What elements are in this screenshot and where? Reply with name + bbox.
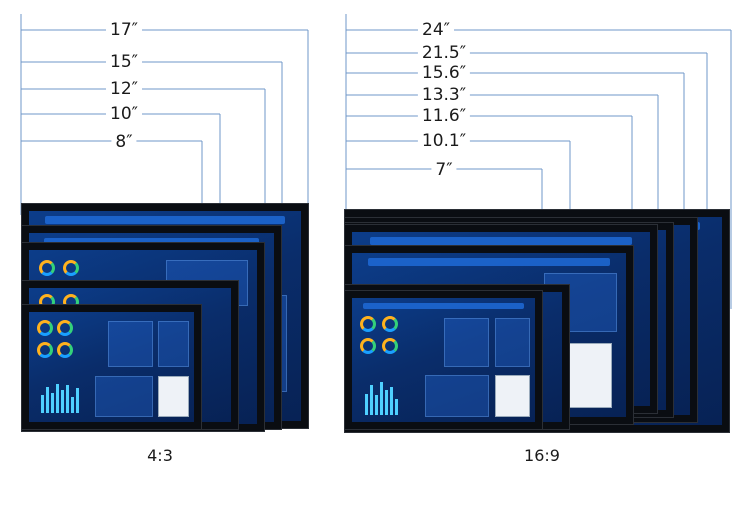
size-label-15-6: 15.6″	[417, 63, 471, 83]
size-label-10-1: 10.1″	[417, 131, 471, 151]
monitor-8-4x3	[21, 304, 202, 430]
size-label-24: 24″	[418, 20, 454, 40]
size-label-11-6: 11.6″	[417, 106, 471, 126]
ratio-label-4-3: 4:3	[147, 446, 173, 465]
size-label-13-3: 13.3″	[417, 85, 471, 105]
size-label-7: 7″	[431, 160, 457, 180]
monitor-7-16x9	[344, 290, 543, 430]
size-label-15: 15″	[106, 52, 142, 72]
monitor-screen	[29, 312, 194, 422]
size-label-8: 8″	[111, 132, 137, 152]
monitor-screen	[352, 298, 535, 422]
ratio-label-16-9: 16:9	[524, 446, 560, 465]
size-label-10: 10″	[106, 104, 142, 124]
size-label-21-5: 21.5″	[417, 43, 471, 63]
size-label-17: 17″	[106, 20, 142, 40]
size-label-12: 12″	[106, 79, 142, 99]
